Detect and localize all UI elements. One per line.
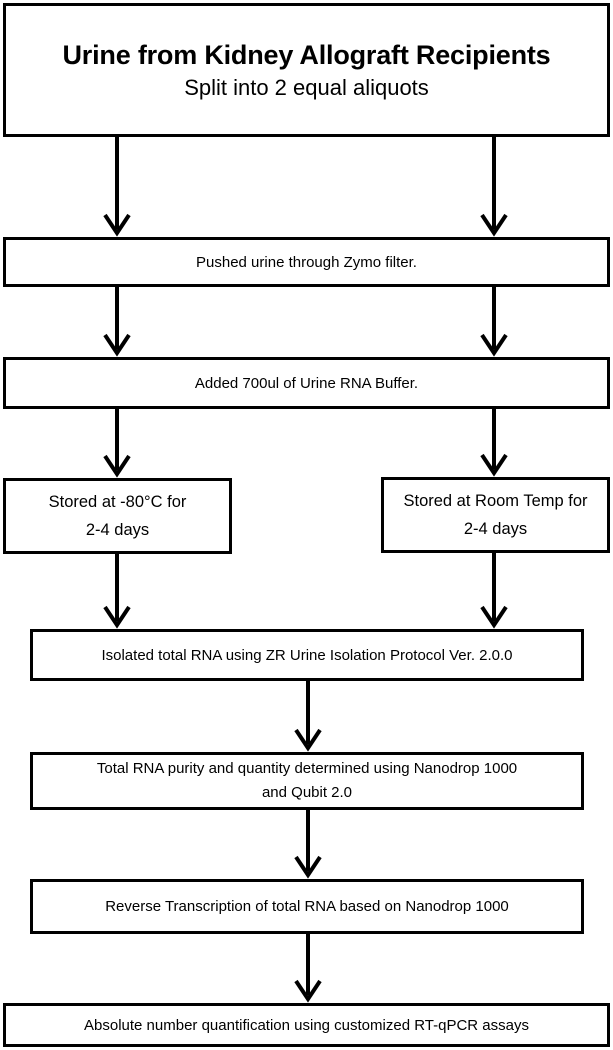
- arrow-purity-to-reverse: [294, 810, 322, 879]
- step-filter-text: Pushed urine through Zymo filter.: [196, 253, 417, 271]
- step-buffer-box: Added 700ul of Urine RNA Buffer.: [3, 357, 610, 409]
- arrow-filter-to-buffer-right: [480, 287, 508, 357]
- title-box: Urine from Kidney Allograft Recipients S…: [3, 3, 610, 137]
- stored-cold-line-1: Stored at -80°C for: [48, 493, 187, 511]
- step-isolate-box: Isolated total RNA using ZR Urine Isolat…: [30, 629, 584, 681]
- arrow-room-to-isolate: [480, 553, 508, 629]
- stored-cold-line-2: 2-4 days: [85, 521, 150, 539]
- step-buffer-text: Added 700ul of Urine RNA Buffer.: [194, 374, 419, 392]
- step-filter-box: Pushed urine through Zymo filter.: [3, 237, 610, 287]
- step-absolute-box: Absolute number quantification using cus…: [3, 1003, 610, 1047]
- arrow-title-to-filter-left: [103, 137, 131, 237]
- arrow-title-to-filter-right: [480, 137, 508, 237]
- step-purity-box: Total RNA purity and quantity determined…: [30, 752, 584, 810]
- arrow-buffer-to-cold: [103, 409, 131, 478]
- step-reverse-text: Reverse Transcription of total RNA based…: [105, 898, 509, 915]
- step-reverse-box: Reverse Transcription of total RNA based…: [30, 879, 584, 934]
- step-stored-cold-box: Stored at -80°C for 2-4 days: [3, 478, 232, 554]
- arrow-filter-to-buffer-left: [103, 287, 131, 357]
- arrow-isolate-to-purity: [294, 681, 322, 752]
- step-stored-room-box: Stored at Room Temp for 2-4 days: [381, 477, 610, 553]
- arrow-cold-to-isolate: [103, 554, 131, 629]
- arrow-buffer-to-room: [480, 409, 508, 477]
- purity-line-1: Total RNA purity and quantity determined…: [96, 760, 518, 777]
- step-isolate-text: Isolated total RNA using ZR Urine Isolat…: [101, 646, 513, 664]
- title-sub: Split into 2 equal aliquots: [184, 74, 429, 100]
- purity-line-2: and Qubit 2.0: [261, 784, 353, 801]
- arrow-reverse-to-absolute: [294, 934, 322, 1003]
- stored-room-line-2: 2-4 days: [463, 520, 528, 538]
- title-main: Urine from Kidney Allograft Recipients: [62, 39, 551, 70]
- step-absolute-text: Absolute number quantification using cus…: [84, 1016, 529, 1034]
- stored-room-line-1: Stored at Room Temp for: [403, 492, 588, 510]
